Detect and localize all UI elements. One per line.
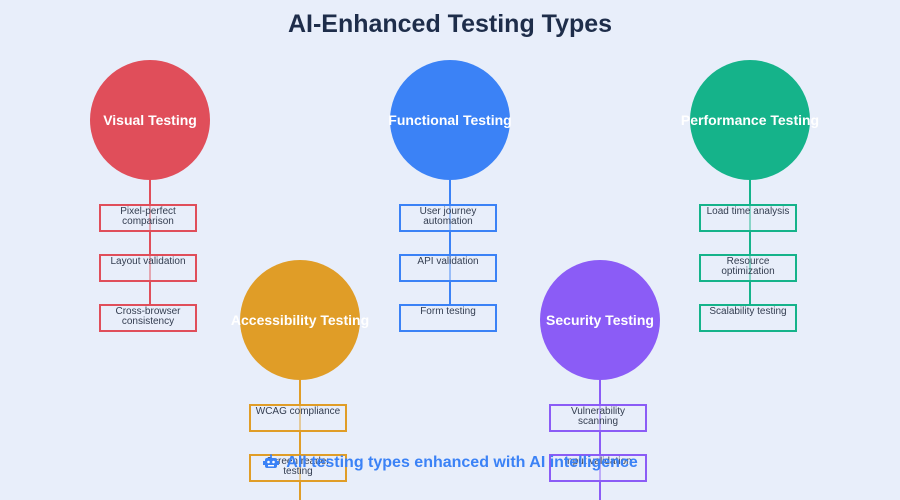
item-box: Resource optimization — [699, 254, 797, 282]
node-label: Security Testing — [546, 312, 654, 328]
node-visual-testing: Visual Testing — [90, 60, 210, 180]
footer-text: All testing types enhanced with AI intel… — [286, 454, 638, 471]
node-accessibility-testing: Accessibility Testing — [231, 260, 369, 380]
item-box: Cross-browser consistency — [99, 304, 197, 332]
robot-icon — [263, 454, 280, 468]
node-label: Performance Testing — [680, 112, 820, 128]
connector-performance — [749, 180, 751, 305]
connector-visual — [149, 180, 151, 305]
item-box: User journey automation — [399, 204, 497, 232]
item-box: WCAG compliance — [249, 404, 347, 432]
diagram-title: AI-Enhanced Testing Types — [287, 10, 613, 38]
item-box: Load time analysis — [699, 204, 797, 232]
item-box: Form testing — [399, 304, 497, 332]
footer-note: All testing types enhanced with AI intel… — [0, 454, 900, 472]
item-box: Scalability testing — [699, 304, 797, 332]
item-box: Pixel-perfect comparison — [99, 204, 197, 232]
node-label: Functional Testing — [388, 112, 512, 128]
node-performance-testing: Performance Testing — [681, 60, 819, 180]
item-box: Screen reader testing — [249, 454, 347, 482]
item-box: Input validation — [549, 454, 647, 482]
connector-accessibility — [299, 380, 301, 500]
node-label: Visual Testing — [103, 112, 197, 128]
node-functional-testing: Functional Testing — [388, 60, 512, 180]
item-box: Layout validation — [99, 254, 197, 282]
item-box: Vulnerability scanning — [549, 404, 647, 432]
item-box: API validation — [399, 254, 497, 282]
node-security-testing: Security Testing — [540, 260, 660, 380]
connector-functional — [449, 180, 451, 305]
connector-security — [599, 380, 601, 500]
node-label: Accessibility Testing — [230, 312, 370, 328]
